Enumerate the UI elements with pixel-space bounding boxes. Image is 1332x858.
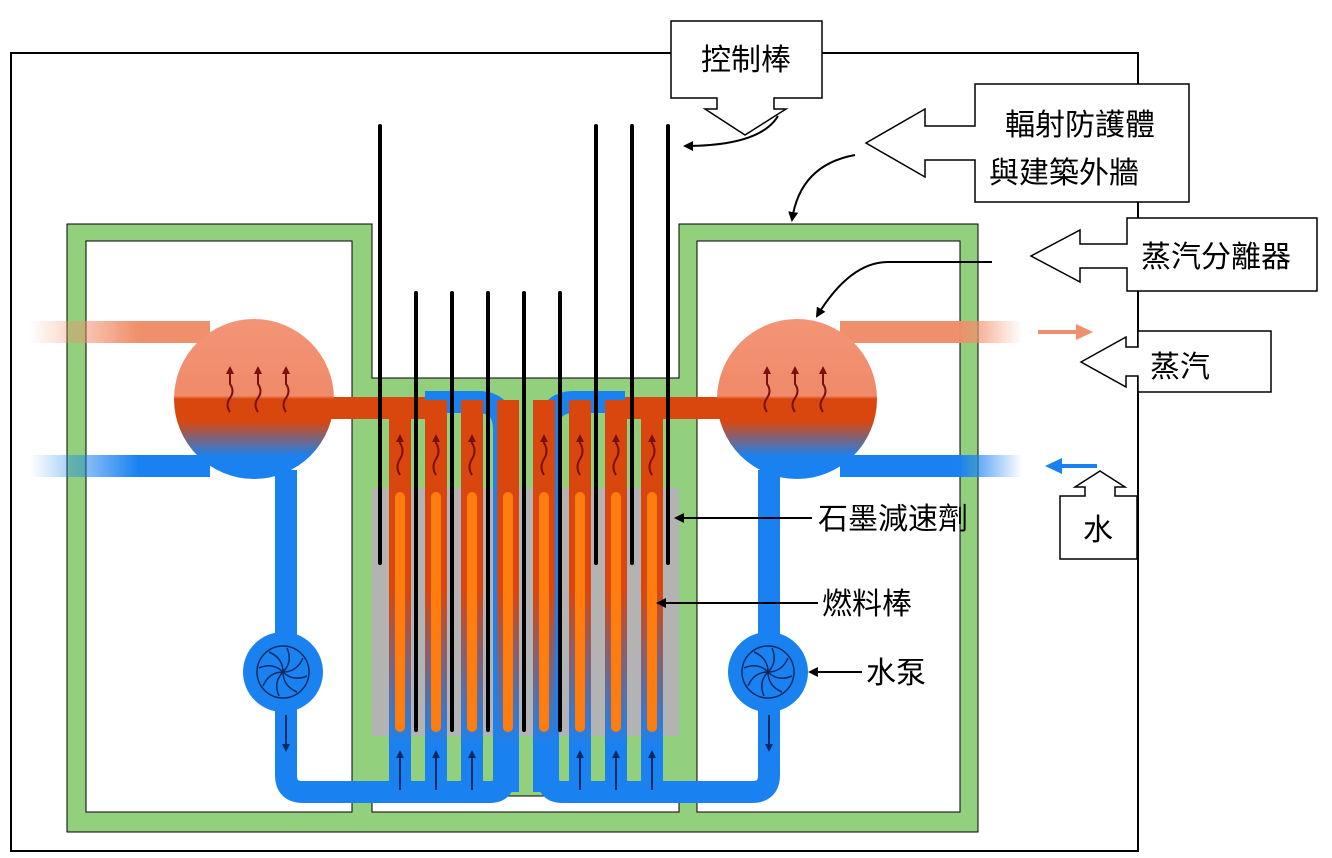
label-control-rods-text: 控制棒: [701, 43, 791, 78]
label-pump-text: 水泵: [866, 656, 926, 691]
water-pump-left: [243, 632, 323, 712]
label-shielding-line2: 與建築外牆: [989, 156, 1139, 191]
downcomer-flow-arrows: [282, 715, 773, 752]
label-steam: 蒸汽: [1079, 330, 1272, 393]
label-graphite-moderator: 石墨減速劑: [674, 502, 968, 537]
label-steam-separator-text: 蒸汽分離器: [1141, 240, 1291, 275]
label-steam-text: 蒸汽: [1150, 350, 1210, 385]
control-rods: [378, 124, 670, 732]
channel-flow-arrows: [396, 434, 656, 790]
water-pump-right: [728, 632, 808, 712]
label-fuel-rods-text: 燃料棒: [822, 587, 912, 622]
label-shielding: 輻射防護體 與建築外牆: [788, 83, 1190, 222]
steam-pipe-right: [840, 321, 1022, 343]
water-pipe-left: [30, 455, 210, 477]
outer-frame: [10, 52, 1139, 852]
label-control-rods: 控制棒: [670, 20, 823, 151]
steam-pipe-left: [30, 321, 210, 343]
steam-separator-drum-left: [174, 319, 334, 479]
label-water-text: 水: [1083, 513, 1113, 548]
fuel-rods: [395, 492, 657, 732]
label-shielding-line1: 輻射防護體: [1005, 108, 1155, 143]
water-pipe-right: [840, 455, 1022, 477]
label-pump: 水泵: [808, 656, 926, 691]
water-in-arrow: [1045, 458, 1097, 474]
label-steam-separator: 蒸汽分離器: [815, 217, 1318, 318]
label-water: 水: [1059, 470, 1138, 560]
steam-separator-drum-right: [717, 319, 877, 479]
steam-out-arrow: [1038, 324, 1093, 340]
label-graphite-moderator-text: 石墨減速劑: [818, 502, 968, 537]
label-fuel-rods: 燃料棒: [656, 587, 912, 622]
drum-steam-arrows: [226, 366, 827, 413]
